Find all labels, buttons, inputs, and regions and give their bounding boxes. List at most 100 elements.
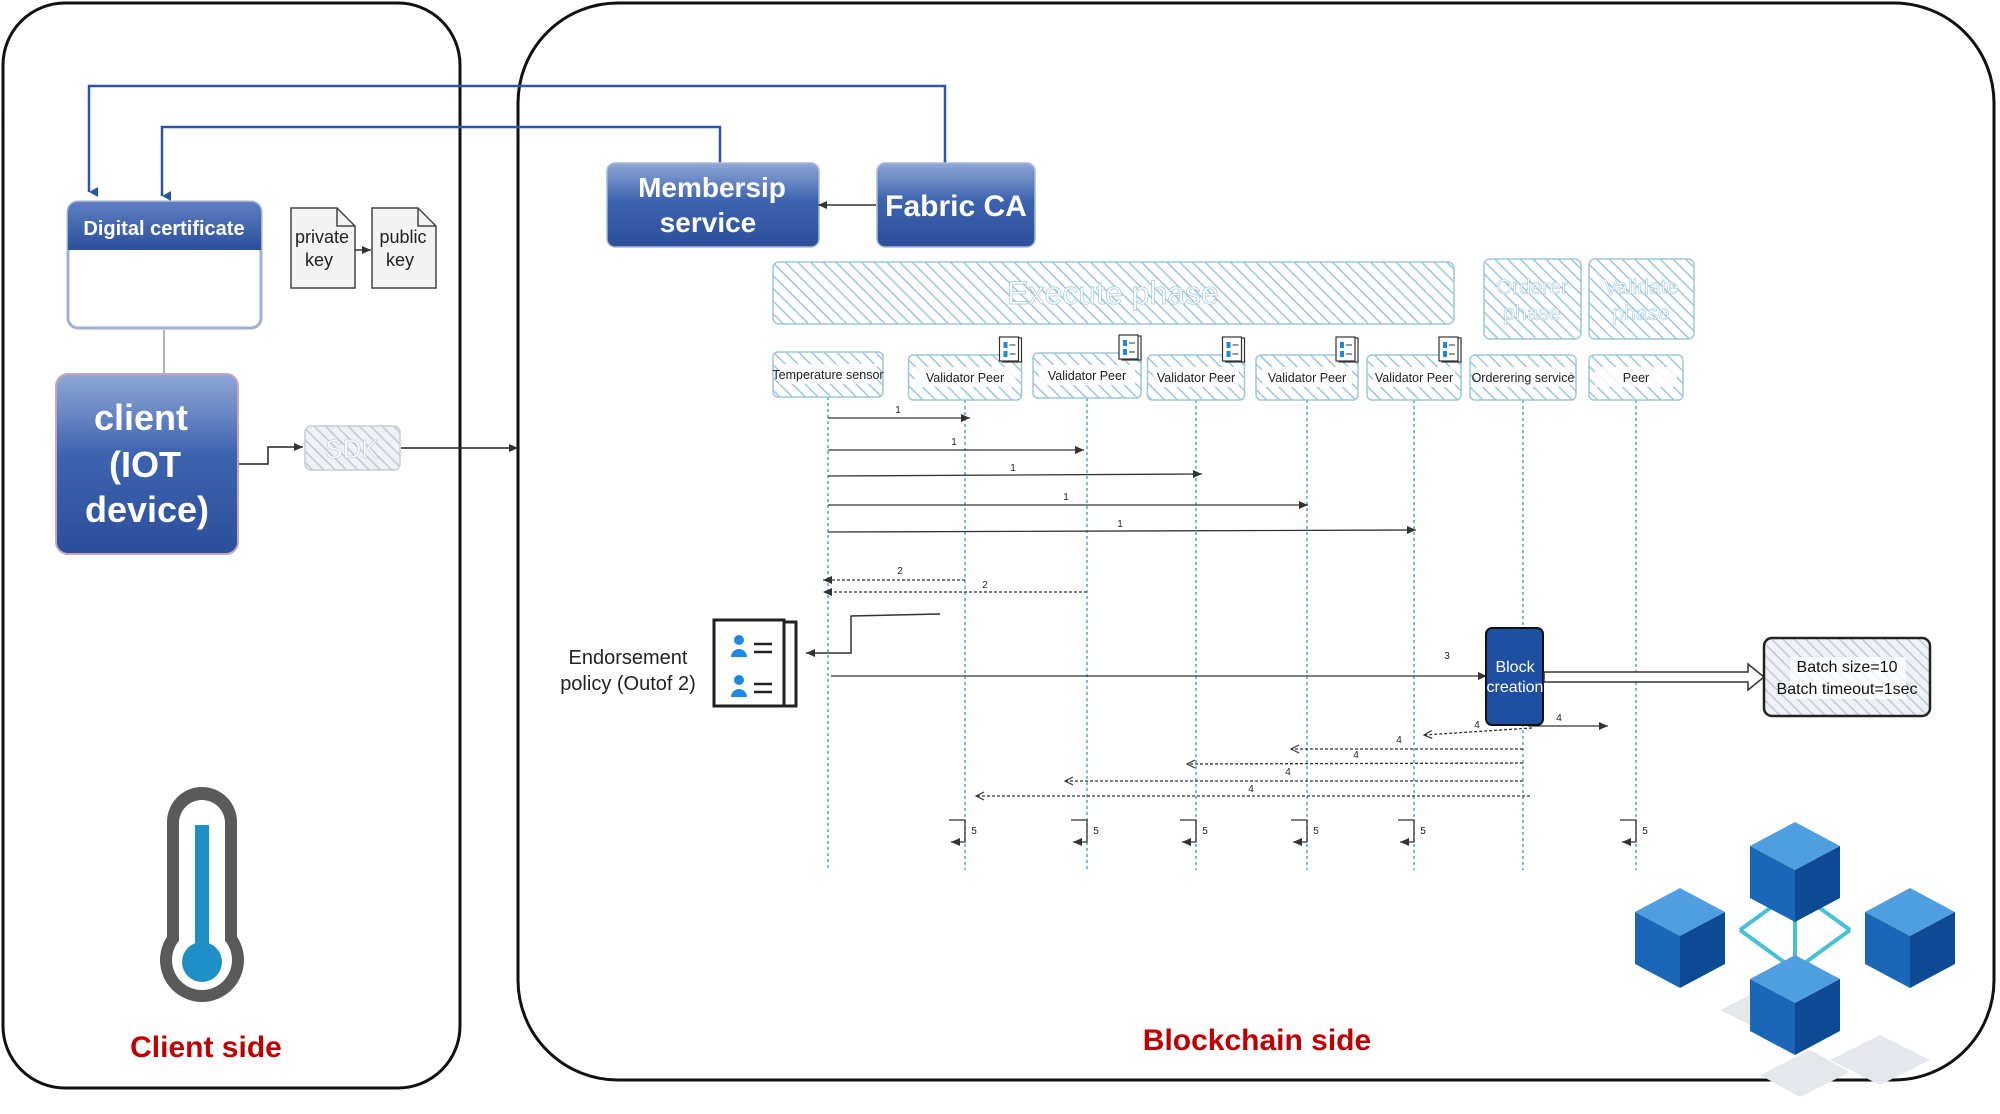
sdk-box: SDK (304, 425, 401, 471)
digital-certificate-box: Digital certificate (66, 200, 263, 330)
proposal-message-4: 1 (828, 492, 1308, 509)
message-arrow (1187, 763, 1524, 764)
block-delivery-4: 4 (1187, 750, 1524, 764)
lifeline-7: Orderering service (1469, 354, 1577, 870)
message-label: 1 (951, 437, 957, 448)
client-label-line-1: client (94, 397, 188, 438)
proposal-message-1: 1 (828, 405, 970, 422)
message-label: 4 (1556, 713, 1562, 724)
self-loop-arrow (1398, 819, 1415, 846)
public-key-line-2: key (386, 250, 414, 270)
lifeline-label: Orderering service (1472, 371, 1575, 385)
self-loop-label: 5 (1642, 826, 1648, 837)
execute-phase-label: Execute phase (1007, 275, 1219, 311)
block-creation-line-1: Block (1495, 659, 1535, 676)
fabric-ca-box: Fabric CA (876, 162, 1036, 248)
lifeline-2: Validator Peer (907, 336, 1023, 870)
self-loop-label: 5 (1420, 826, 1426, 837)
lifeline-6: Validator Peer (1366, 336, 1462, 870)
proposal-message-5: 1 (827, 519, 1417, 535)
membership-label-line-1: Membersip (638, 172, 786, 203)
blockchain-side-panel (516, 1, 1996, 1082)
client-side-panel (1, 1, 462, 1090)
commit-self-loop-5: 5 (1398, 819, 1426, 846)
endorse-response-1: 2 (823, 566, 965, 584)
message-label: 4 (1396, 735, 1402, 746)
self-loop-arrow (1180, 819, 1197, 846)
fabric-ca-label: Fabric CA (885, 190, 1027, 223)
block-creation-line-2: creation (1487, 679, 1544, 696)
public-key-line-1: public (379, 227, 426, 247)
batch-timeout-label: Batch timeout=1sec (1777, 681, 1918, 698)
message-label: 1 (895, 405, 901, 416)
commit-self-loop-4: 5 (1291, 819, 1319, 846)
orderer-phase-box: Orderer phase (1483, 258, 1582, 340)
block-to-batch-hollow-arrow (1543, 662, 1766, 692)
commit-self-loop-6: 5 (1620, 819, 1648, 846)
block-delivery-3: 4 (1291, 735, 1523, 749)
message-label: 4 (1474, 720, 1480, 731)
lifeline-label-backdrop (1153, 367, 1239, 387)
endorsement-doc-icon (1335, 336, 1359, 363)
lifeline-3: Validator Peer (1032, 334, 1142, 870)
lifeline-label-backdrop (1595, 367, 1677, 387)
self-loop-label: 5 (971, 826, 977, 837)
message-label: 2 (982, 580, 988, 591)
endorsement-doc-icon (1221, 336, 1246, 363)
lifeline-label-backdrop (1039, 365, 1135, 385)
lifeline-label-backdrop (1373, 367, 1455, 387)
batch-size-label: Batch size=10 (1797, 659, 1898, 676)
private-key-document: private key (290, 207, 356, 289)
client-to-sdk-connector (239, 443, 303, 465)
self-loop-arrow (1291, 819, 1308, 846)
endorse-response-2: 2 (823, 580, 1087, 596)
client-label-line-3: device) (85, 489, 209, 530)
orderer-phase-line-1: Orderer (1496, 276, 1568, 299)
public-key-document: public key (371, 207, 437, 289)
endorsement-policy-line-1: Endorsement (569, 647, 688, 669)
proposal-message-2: 1 (828, 437, 1084, 454)
message-label: 2 (897, 566, 903, 577)
message-label: 1 (1010, 463, 1016, 474)
membership-label-line-2: service (660, 207, 757, 238)
lifeline-4: Validator Peer (1146, 336, 1246, 870)
message-label: 4 (1353, 750, 1359, 761)
self-loop-arrow (1071, 819, 1088, 846)
lifeline-label: Validator Peer (1048, 369, 1126, 383)
execute-phase-box: Execute phase (772, 261, 1455, 325)
lifeline-label: Validator Peer (1268, 371, 1346, 385)
lifeline-label: Validator Peer (1375, 371, 1453, 385)
message-arrow (827, 470, 1203, 479)
message-label: 4 (1248, 784, 1254, 795)
lifeline-label: Validator Peer (1157, 371, 1235, 385)
proposal-message-3: 1 (827, 463, 1203, 479)
sdk-label: SDK (325, 434, 379, 464)
message-label: 4 (1285, 767, 1291, 778)
membership-service-box: Membersip service (606, 162, 820, 248)
self-loop-label: 5 (1202, 826, 1208, 837)
self-loop-label: 5 (1313, 826, 1319, 837)
lifeline-label: Peer (1623, 371, 1649, 385)
block-delivery-5: 4 (1065, 767, 1523, 781)
validate-phase-box: Validate phase (1588, 258, 1695, 340)
endorsement-policy-line-2: policy (Outof 2) (560, 673, 696, 695)
block-delivery-1: 4 (1424, 720, 1533, 735)
commit-self-loop-2: 5 (1071, 819, 1099, 846)
message-label: 1 (1117, 519, 1123, 530)
lifeline-label-backdrop (1476, 367, 1570, 387)
orderer-phase-line-2: phase (1503, 302, 1560, 325)
lifeline-8: Peer (1588, 354, 1684, 870)
endorsement-doc-icon (1438, 336, 1462, 363)
lifeline-label-backdrop (1262, 367, 1352, 387)
message-arrow (1424, 727, 1533, 735)
block-creation-box: Block creation (1485, 627, 1544, 726)
lifeline-label-backdrop (914, 367, 1016, 387)
client-side-title: Client side (130, 1031, 282, 1064)
batch-settings-box: Batch size=10 Batch timeout=1sec (1762, 636, 1932, 718)
fabric-ca-to-certificate-connector (87, 84, 947, 197)
client-label-line-2: (IOT (109, 444, 181, 485)
thermometer-icon (160, 787, 244, 1002)
lifeline-1: Temperature sensor (772, 351, 884, 870)
